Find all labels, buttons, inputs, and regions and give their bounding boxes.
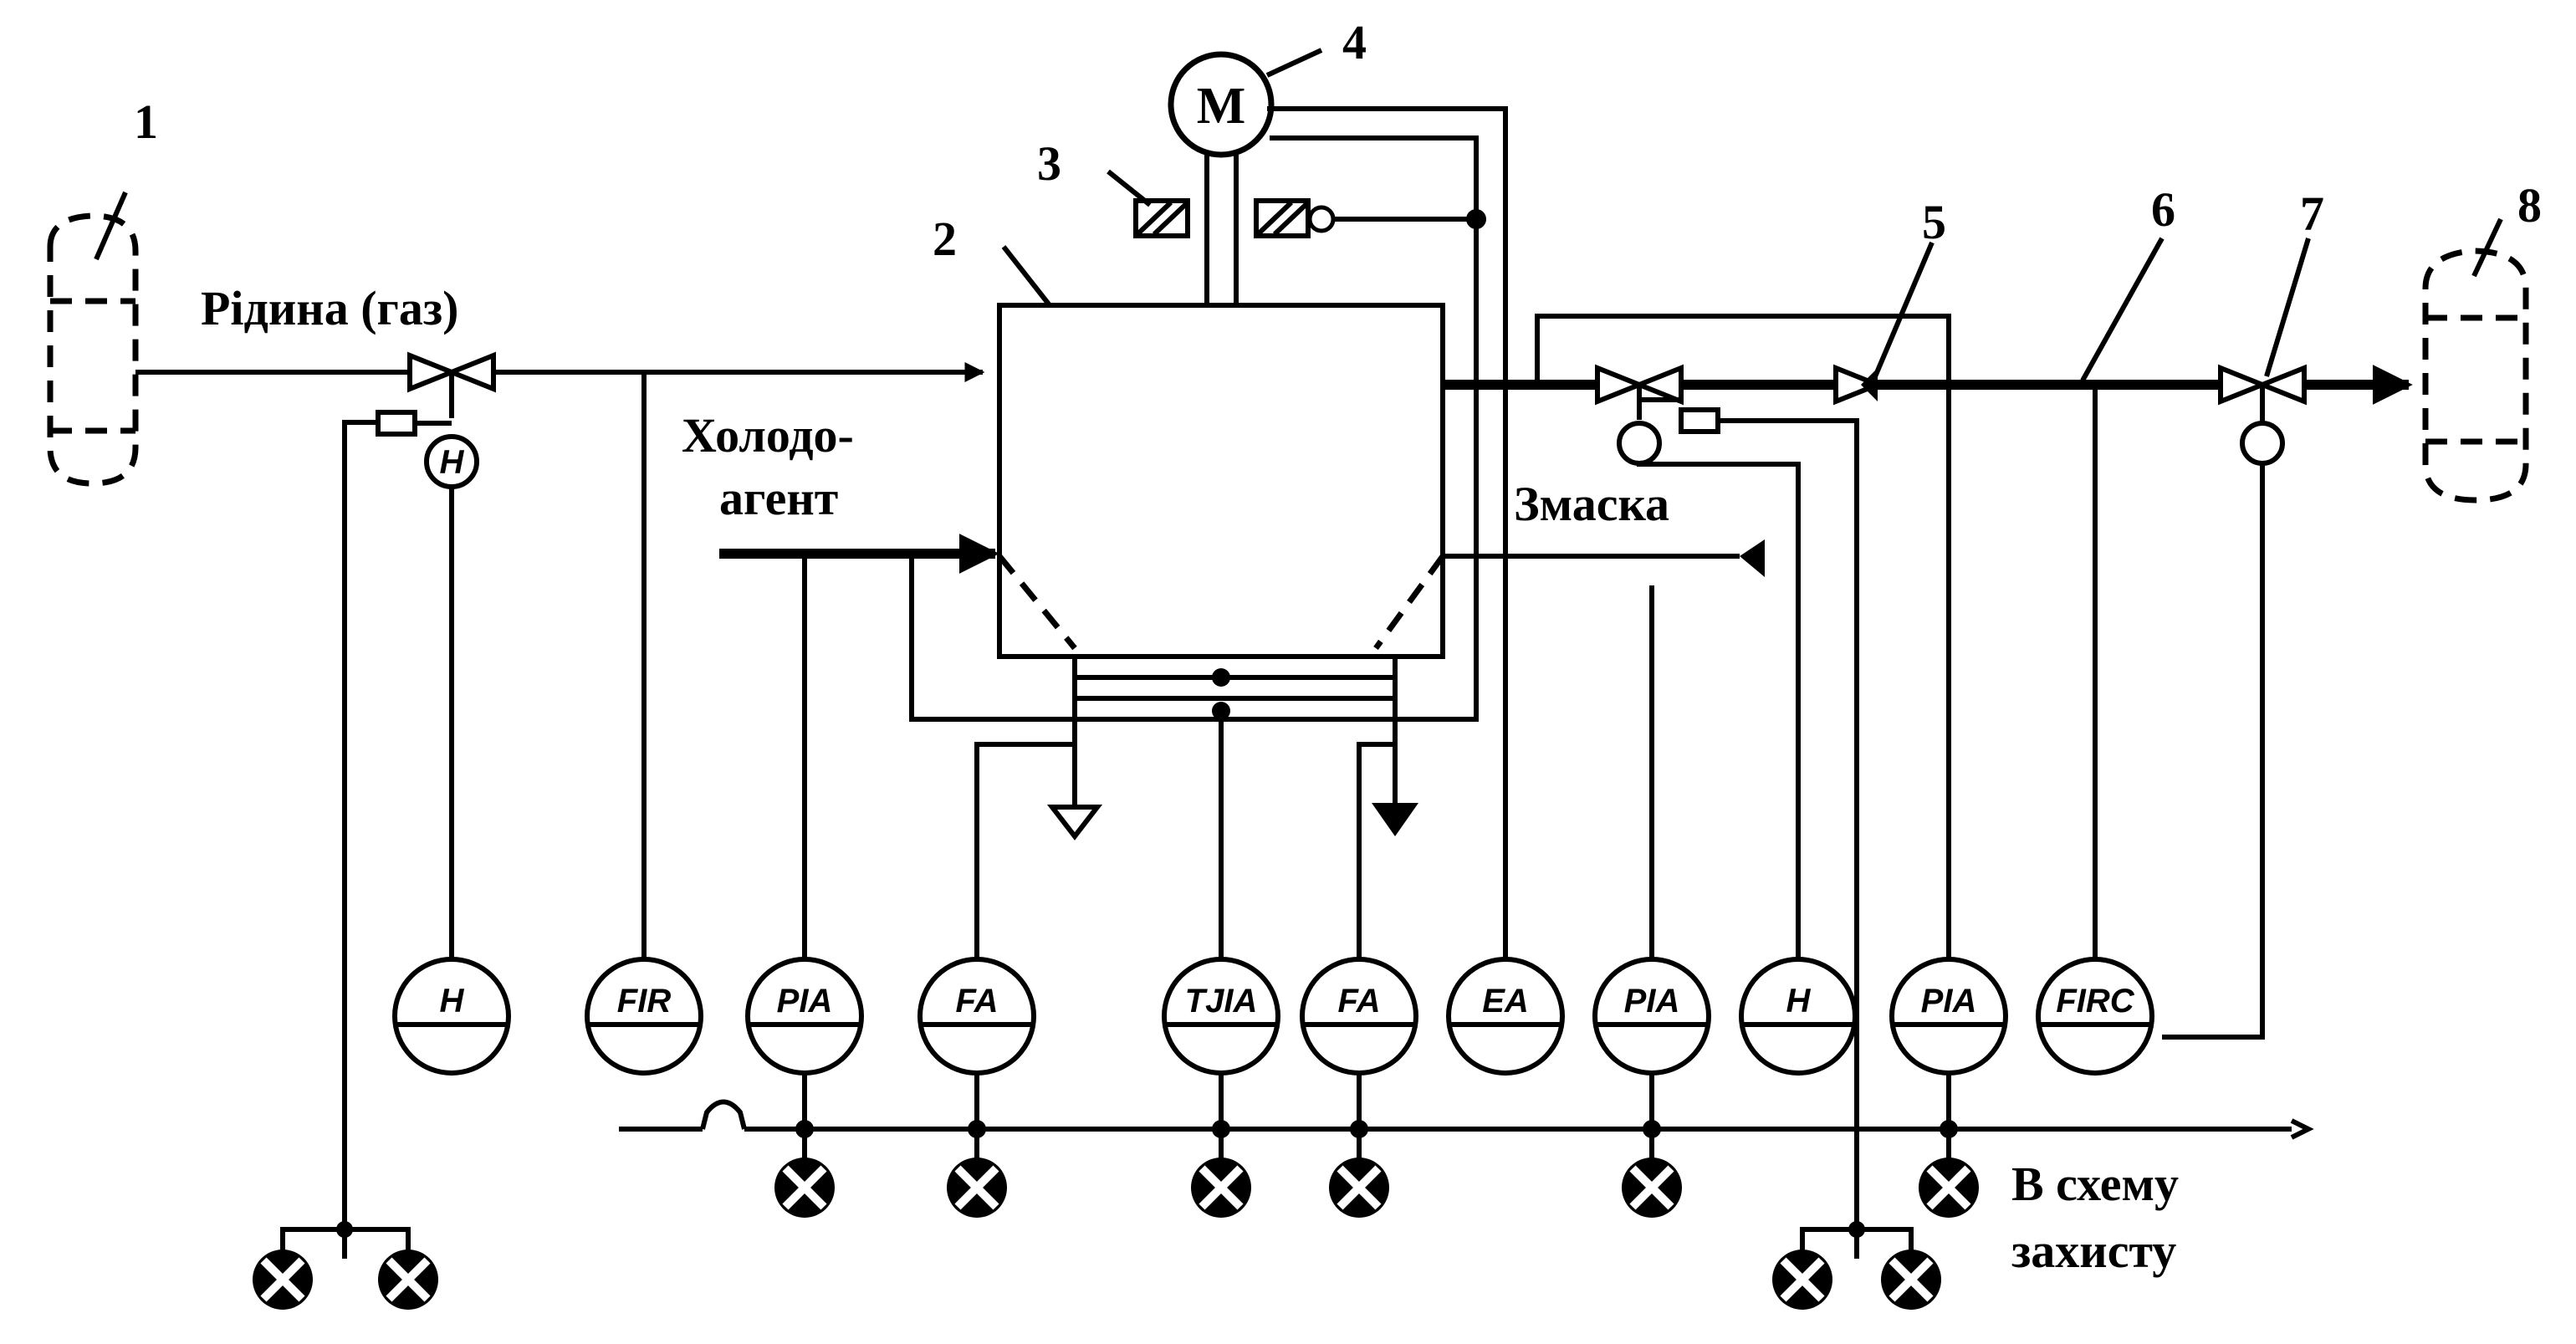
- instrument-bubbles: [392, 957, 2154, 1076]
- protection-label-line2: захисту: [2011, 1224, 2176, 1278]
- refrigerant-label-line1: Холодо-: [682, 408, 854, 462]
- component-number-5: 5: [1922, 195, 1946, 249]
- protection-label-line1: В схему: [2011, 1157, 2179, 1211]
- instrument-firc: [2036, 957, 2154, 1076]
- instrument-label: FIRC: [2056, 983, 2134, 1019]
- instrument-label: FA: [1337, 983, 1380, 1019]
- instrument-labels: H FIR PIA FA TJIA FA EA PIA H PIA FIRC: [440, 983, 2135, 1019]
- lubricant-line: [1443, 539, 1765, 577]
- instrument-fa-2: [1300, 957, 1418, 1076]
- check-valve-5: [1833, 364, 1885, 406]
- alarm-lamp-icon: [1329, 1129, 1389, 1218]
- instrument-label: FIR: [617, 983, 672, 1019]
- protection-bus: [619, 1099, 2314, 1140]
- apparatus-2: [997, 303, 1445, 659]
- instrument-label: TJIA: [1185, 983, 1258, 1019]
- component-number-6: 6: [2151, 182, 2175, 237]
- instrument-fir: [585, 957, 703, 1076]
- source-vessel-1: [47, 191, 139, 487]
- instrument-level-h-2: [1739, 957, 1858, 1076]
- instrument-label: H: [440, 983, 465, 1019]
- instrument-label: PIA: [1624, 983, 1680, 1019]
- instrument-level-h: [392, 957, 511, 1076]
- valve-level-indicator-label: H: [440, 444, 465, 481]
- outlet-control-valve: [1595, 364, 1720, 466]
- receiver-vessel-8: [2422, 217, 2529, 503]
- alarm-lamp-icon: [947, 1129, 1007, 1218]
- motor-drive-4: [1168, 51, 1275, 305]
- alarm-lamps: [774, 1129, 1979, 1218]
- alarm-lamp-icon: [1919, 1129, 1979, 1218]
- apparatus-bottom-outlets: [1046, 657, 1418, 841]
- component-number-1: 1: [134, 95, 158, 149]
- valve-7: [2218, 364, 2307, 466]
- instrument-label: PIA: [777, 983, 833, 1019]
- instrument-label: EA: [1482, 983, 1529, 1019]
- alarm-lamp-icon: [774, 1129, 835, 1218]
- lubricant-label: Змаска: [1514, 477, 1669, 531]
- alarm-lamp-icon: [1622, 1129, 1682, 1218]
- component-number-2: 2: [933, 212, 957, 266]
- instrument-label: FA: [955, 983, 998, 1019]
- right-lamp-pair: [1772, 1221, 1941, 1310]
- liquid-gas-label: Рідина (газ): [201, 281, 459, 335]
- component-number-3: 3: [1037, 136, 1061, 191]
- component-number-4: 4: [1342, 15, 1367, 69]
- component-number-7: 7: [2300, 187, 2324, 241]
- outlet-line: [1443, 314, 2413, 1071]
- refrigerant-label-line2: агент: [719, 471, 838, 525]
- motor-signal-lines: [909, 106, 1508, 949]
- instrument-label: H: [1786, 983, 1812, 1019]
- callout-leaders: [1001, 48, 2311, 382]
- instrument-ea: [1446, 957, 1565, 1076]
- motor-label: M: [1197, 78, 1246, 135]
- alarm-lamp-icon: [1191, 1129, 1251, 1218]
- inlet-control-valve: [376, 351, 496, 489]
- component-number-8: 8: [2517, 178, 2542, 233]
- instrument-label: PIA: [1921, 983, 1977, 1019]
- shaft-seal-3: [1133, 198, 1486, 238]
- left-lamp-pair: [253, 1221, 438, 1310]
- instrument-tjia: [1162, 957, 1280, 1076]
